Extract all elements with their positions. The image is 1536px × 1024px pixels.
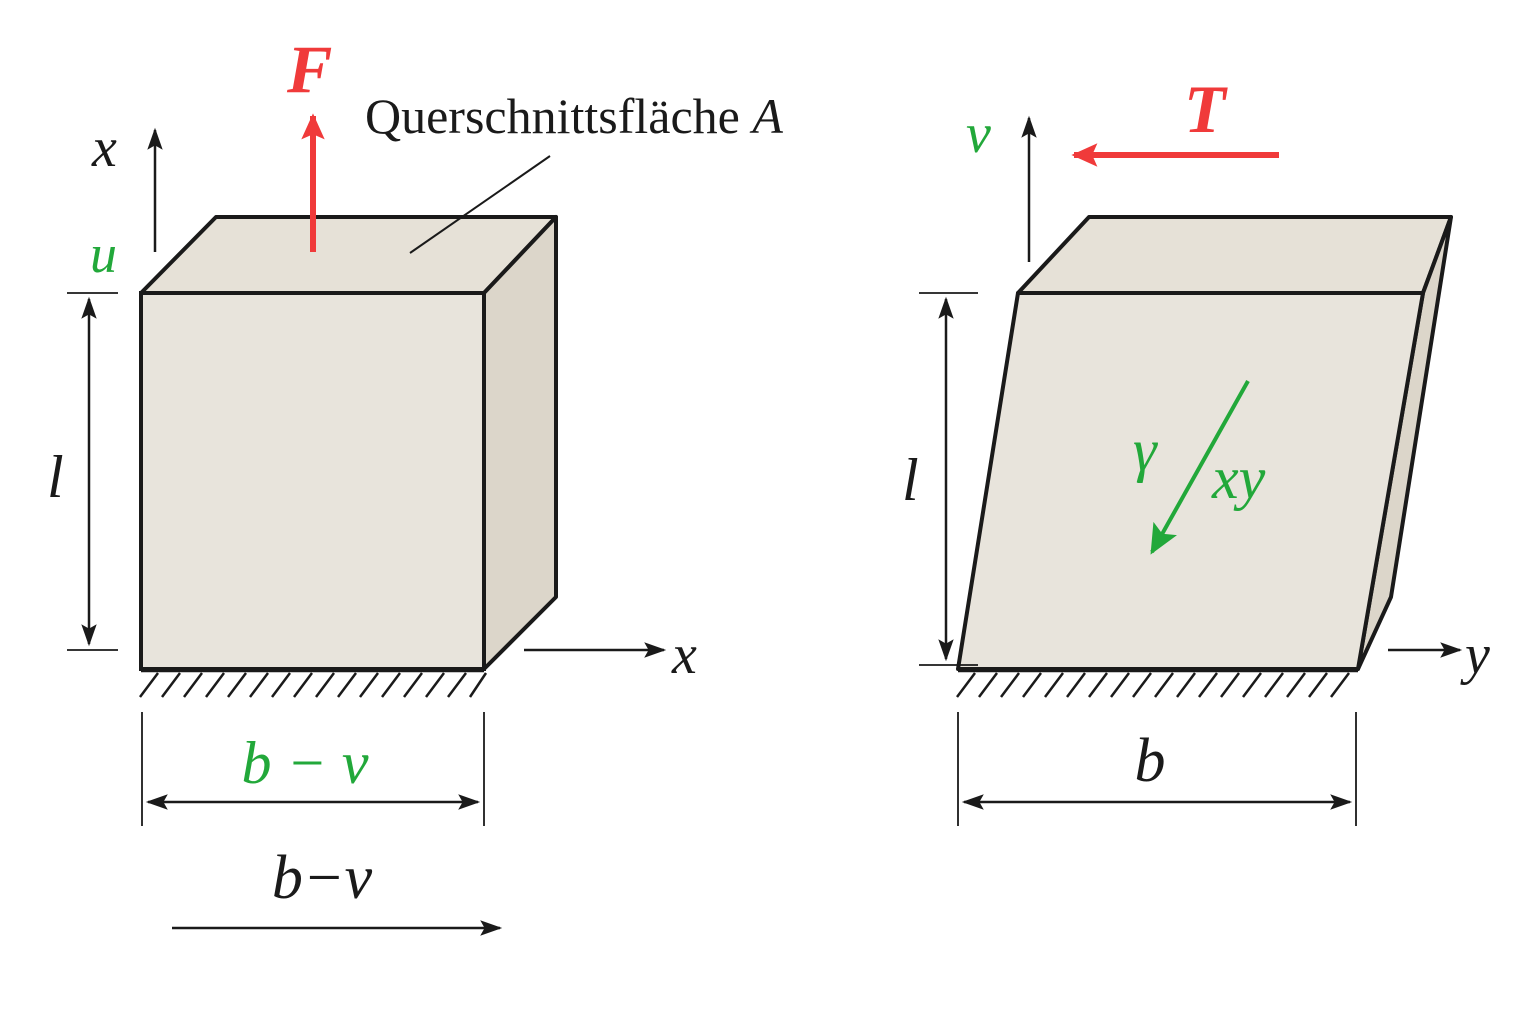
left-ground-hatch	[139, 669, 488, 698]
cross-section-leader-line	[409, 155, 551, 254]
cross-section-caption: Querschnittsfläche A	[365, 88, 783, 144]
right-axis-right-y-label: y	[1460, 624, 1490, 686]
left-force-F-label: F	[286, 31, 332, 107]
shear-xy-subscript-label: xy	[1211, 445, 1266, 511]
left-axis-right-label: x	[671, 624, 697, 686]
right-force-T-label: T	[1184, 71, 1228, 147]
left-axis-up-label: x	[91, 117, 117, 179]
left-displacement-u-label: u	[90, 224, 117, 284]
right-ground-hatch	[956, 669, 1358, 698]
left-figure: x u F Querschnittsfläche A l x b − v b−v	[47, 31, 783, 936]
right-height-l-label: l	[902, 447, 919, 513]
cross-section-caption-symbol: A	[749, 88, 783, 144]
right-width-b-label: b	[1135, 727, 1166, 795]
left-block-front-face	[139, 291, 486, 671]
cross-section-caption-text: Querschnittsfläche	[365, 88, 740, 144]
shear-strain-arrow	[1150, 380, 1250, 555]
left-height-l-label: l	[47, 444, 64, 510]
right-block-top-face	[1016, 215, 1453, 295]
left-bottom-b-v-label: b−v	[272, 844, 373, 912]
right-axis-up-v-label: v	[966, 103, 991, 165]
shear-gamma-label: γ	[1133, 417, 1158, 483]
right-figure: v T l γ xy y b	[902, 71, 1490, 826]
left-block-side-face	[482, 215, 558, 671]
left-width-b-v-label: b − v	[241, 730, 368, 796]
